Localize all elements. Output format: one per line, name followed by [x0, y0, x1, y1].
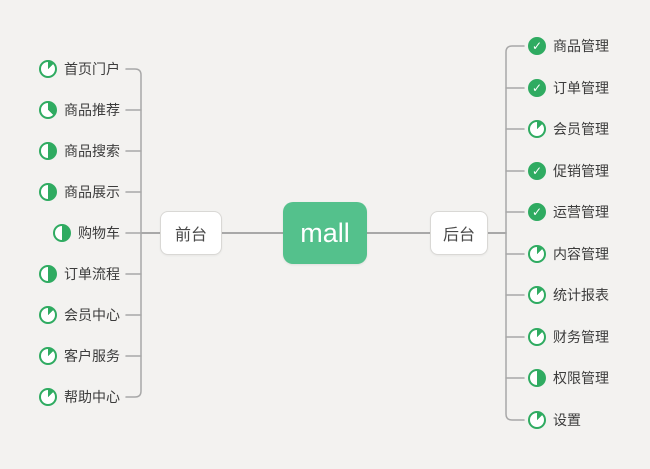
- topic-label: 商品搜索: [64, 143, 120, 159]
- check-glyph: ✓: [531, 81, 543, 95]
- root-node-label: mall: [300, 217, 350, 248]
- progress-icon: ✓: [528, 328, 546, 346]
- topic-label: 帮助中心: [64, 389, 120, 405]
- progress-icon: ✓: [528, 245, 546, 263]
- check-glyph: ✓: [531, 39, 543, 53]
- topic-member-center[interactable]: ✓ 会员中心: [39, 304, 120, 326]
- check-icon: ✓: [528, 79, 546, 97]
- branch-node-backend[interactable]: 后台: [430, 211, 488, 255]
- progress-icon: ✓: [39, 306, 57, 324]
- progress-icon: ✓: [39, 142, 57, 160]
- topic-label: 会员中心: [64, 307, 120, 323]
- progress-icon: ✓: [39, 347, 57, 365]
- topic-product-recommend[interactable]: ✓ 商品推荐: [39, 99, 120, 121]
- branch-label: 后台: [442, 227, 475, 244]
- progress-icon: ✓: [39, 60, 57, 78]
- progress-icon: ✓: [39, 101, 57, 119]
- topic-shopping-cart[interactable]: ✓ 购物车: [53, 222, 120, 244]
- topic-help-center[interactable]: ✓ 帮助中心: [39, 386, 120, 408]
- topic-label: 订单流程: [64, 266, 120, 282]
- progress-icon: ✓: [528, 286, 546, 304]
- progress-icon: ✓: [39, 388, 57, 406]
- topic-content-mgmt[interactable]: ✓ 内容管理: [528, 243, 609, 265]
- topic-label: 促销管理: [553, 163, 609, 179]
- topic-label: 统计报表: [553, 287, 609, 303]
- topic-label: 订单管理: [553, 80, 609, 96]
- check-icon: ✓: [528, 203, 546, 221]
- topic-label: 设置: [553, 412, 581, 428]
- topic-product-display[interactable]: ✓ 商品展示: [39, 181, 120, 203]
- topic-label: 内容管理: [553, 246, 609, 262]
- topic-label: 首页门户: [64, 61, 120, 77]
- topic-label: 运营管理: [553, 204, 609, 220]
- root-node-mall[interactable]: mall: [283, 202, 367, 264]
- topic-label: 商品推荐: [64, 102, 120, 118]
- check-glyph: ✓: [531, 164, 543, 178]
- branch-node-frontend[interactable]: 前台: [160, 211, 222, 255]
- topic-customer-service[interactable]: ✓ 客户服务: [39, 345, 120, 367]
- topic-product-mgmt[interactable]: ✓ 商品管理: [528, 35, 609, 57]
- topic-order-flow[interactable]: ✓ 订单流程: [39, 263, 120, 285]
- topic-settings[interactable]: ✓ 设置: [528, 409, 581, 431]
- topic-label: 客户服务: [64, 348, 120, 364]
- topic-statistics-report[interactable]: ✓ 统计报表: [528, 284, 609, 306]
- progress-icon: ✓: [528, 411, 546, 429]
- topic-label: 商品管理: [553, 38, 609, 54]
- topic-label: 会员管理: [553, 121, 609, 137]
- topic-promotion-mgmt[interactable]: ✓ 促销管理: [528, 160, 609, 182]
- topic-label: 权限管理: [553, 370, 609, 386]
- topic-label: 购物车: [78, 225, 120, 241]
- connector-right-bracket: [505, 45, 525, 421]
- topic-permission-mgmt[interactable]: ✓ 权限管理: [528, 367, 609, 389]
- branch-label: 前台: [174, 227, 207, 244]
- progress-icon: ✓: [528, 369, 546, 387]
- check-icon: ✓: [528, 37, 546, 55]
- progress-icon: ✓: [53, 224, 71, 242]
- check-glyph: ✓: [531, 205, 543, 219]
- topic-home-portal[interactable]: ✓ 首页门户: [39, 58, 120, 80]
- topic-label: 商品展示: [64, 184, 120, 200]
- progress-icon: ✓: [39, 265, 57, 283]
- topic-member-mgmt[interactable]: ✓ 会员管理: [528, 118, 609, 140]
- topic-product-search[interactable]: ✓ 商品搜索: [39, 140, 120, 162]
- topic-order-mgmt[interactable]: ✓ 订单管理: [528, 77, 609, 99]
- progress-icon: ✓: [528, 120, 546, 138]
- check-icon: ✓: [528, 162, 546, 180]
- topic-operation-mgmt[interactable]: ✓ 运营管理: [528, 201, 609, 223]
- topic-finance-mgmt[interactable]: ✓ 财务管理: [528, 326, 609, 348]
- topic-label: 财务管理: [553, 329, 609, 345]
- progress-icon: ✓: [39, 183, 57, 201]
